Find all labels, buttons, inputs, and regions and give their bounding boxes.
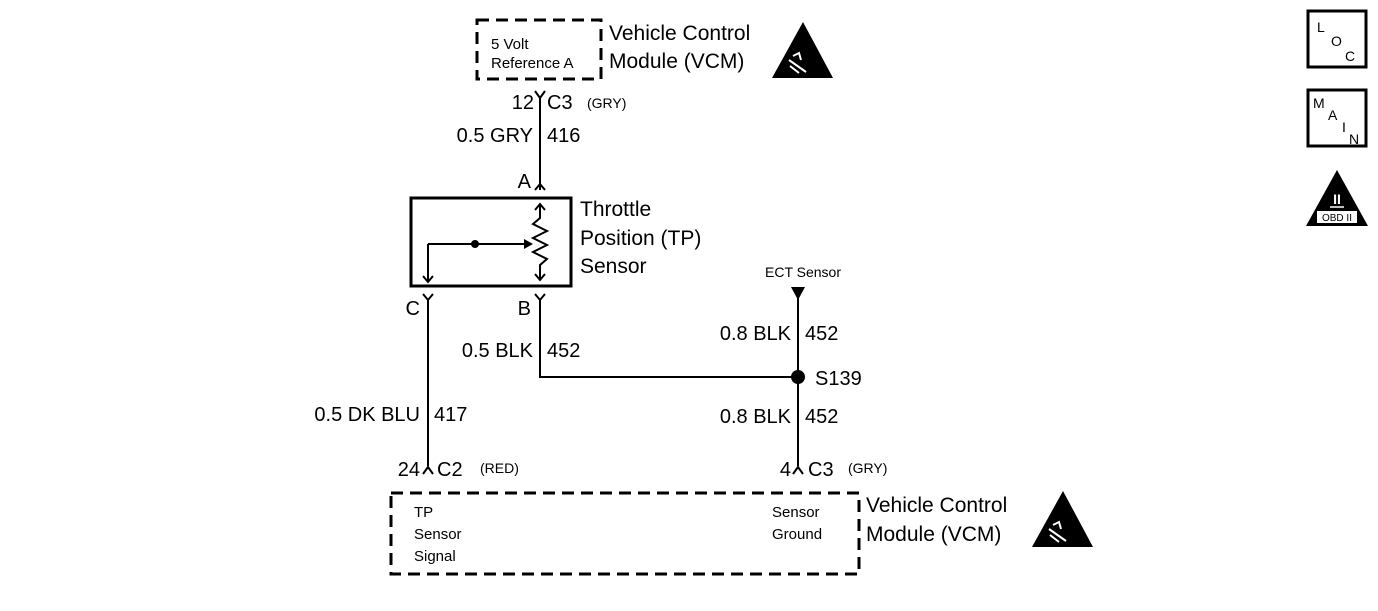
tp-sensor-label-line3: Sensor bbox=[580, 255, 647, 278]
connector-c3-bottom-color: (GRY) bbox=[848, 460, 887, 476]
obd-ii-icon[interactable]: II OBD II bbox=[1306, 170, 1368, 226]
wire-452-b-gauge: 0.5 BLK bbox=[462, 340, 534, 362]
wire-452-lower-gauge: 0.8 BLK bbox=[720, 406, 792, 428]
vcm-ground-line2: Ground bbox=[772, 526, 822, 543]
ect-sensor-arrow bbox=[791, 287, 805, 300]
connector-c2-color: (RED) bbox=[480, 460, 519, 476]
wire-452-upper-circuit: 452 bbox=[805, 323, 838, 345]
tp-pin-b-connector bbox=[534, 293, 546, 302]
svg-text:L: L bbox=[1317, 19, 1325, 35]
splice-label: S139 bbox=[815, 368, 862, 390]
tp-pin-a-connector bbox=[534, 182, 546, 191]
connector-c2-name: C2 bbox=[437, 459, 463, 481]
svg-text:O: O bbox=[1331, 33, 1342, 49]
vcm-signal-line1: TP bbox=[414, 504, 433, 521]
connector-c3-bottom-symbol bbox=[792, 465, 804, 475]
wire-452-b-circuit: 452 bbox=[547, 340, 580, 362]
connector-top-pin: 12 bbox=[512, 92, 534, 114]
svg-text:II: II bbox=[1333, 191, 1341, 207]
vcm-top-title-line1: Vehicle Control bbox=[609, 22, 750, 45]
connector-top-color: (GRY) bbox=[587, 95, 626, 111]
connector-c2-pin: 24 bbox=[398, 459, 420, 481]
svg-text:C: C bbox=[1345, 48, 1355, 64]
esd-warning-icon bbox=[772, 22, 833, 78]
svg-text:I: I bbox=[1342, 119, 1346, 135]
tp-sensor-label-line2: Position (TP) bbox=[580, 227, 701, 250]
wire-452-upper-gauge: 0.8 BLK bbox=[720, 323, 792, 345]
esd-warning-icon bbox=[1032, 491, 1093, 547]
main-icon[interactable]: M A I N bbox=[1306, 88, 1368, 148]
tp-pin-a: A bbox=[518, 171, 532, 193]
vcm-ref-line1: 5 Volt bbox=[491, 36, 529, 53]
potentiometer-icon bbox=[422, 202, 550, 284]
wire-417-gauge: 0.5 DK BLU bbox=[314, 404, 420, 426]
vcm-ref-line2: Reference A bbox=[491, 55, 574, 72]
vcm-top-reference-box bbox=[475, 18, 603, 81]
connector-c3-bottom-name: C3 bbox=[808, 459, 834, 481]
tp-pin-b: B bbox=[518, 298, 531, 320]
svg-text:A: A bbox=[1328, 107, 1338, 123]
vcm-bottom-box bbox=[389, 491, 861, 576]
connector-top-symbol bbox=[534, 90, 546, 100]
svg-text:M: M bbox=[1313, 95, 1325, 111]
vcm-bottom-title-line2: Module (VCM) bbox=[866, 523, 1001, 546]
vcm-bottom-title-line1: Vehicle Control bbox=[866, 494, 1007, 517]
tp-sensor-label-line1: Throttle bbox=[580, 198, 651, 221]
loc-icon[interactable]: L O C bbox=[1306, 9, 1368, 69]
ect-sensor-label: ECT Sensor bbox=[765, 264, 841, 280]
wire-452-b bbox=[539, 300, 798, 378]
svg-text:N: N bbox=[1349, 131, 1359, 147]
vcm-signal-line2: Sensor bbox=[414, 526, 462, 543]
wire-416-gauge: 0.5 GRY bbox=[457, 125, 533, 147]
tp-pin-c: C bbox=[406, 298, 420, 320]
vcm-top-title-line2: Module (VCM) bbox=[609, 50, 744, 73]
connector-c2-symbol bbox=[422, 465, 434, 475]
vcm-ground-line1: Sensor bbox=[772, 504, 820, 521]
wire-417-circuit: 417 bbox=[434, 404, 467, 426]
vcm-signal-line3: Signal bbox=[414, 548, 456, 565]
wire-452-lower-circuit: 452 bbox=[805, 406, 838, 428]
connector-top-name: C3 bbox=[547, 92, 573, 114]
svg-text:OBD II: OBD II bbox=[1322, 213, 1352, 224]
tp-sensor-box bbox=[409, 196, 573, 288]
tp-pin-c-connector bbox=[422, 293, 434, 302]
connector-c3-bottom-pin: 4 bbox=[780, 459, 791, 481]
wire-416-circuit: 416 bbox=[547, 125, 580, 147]
